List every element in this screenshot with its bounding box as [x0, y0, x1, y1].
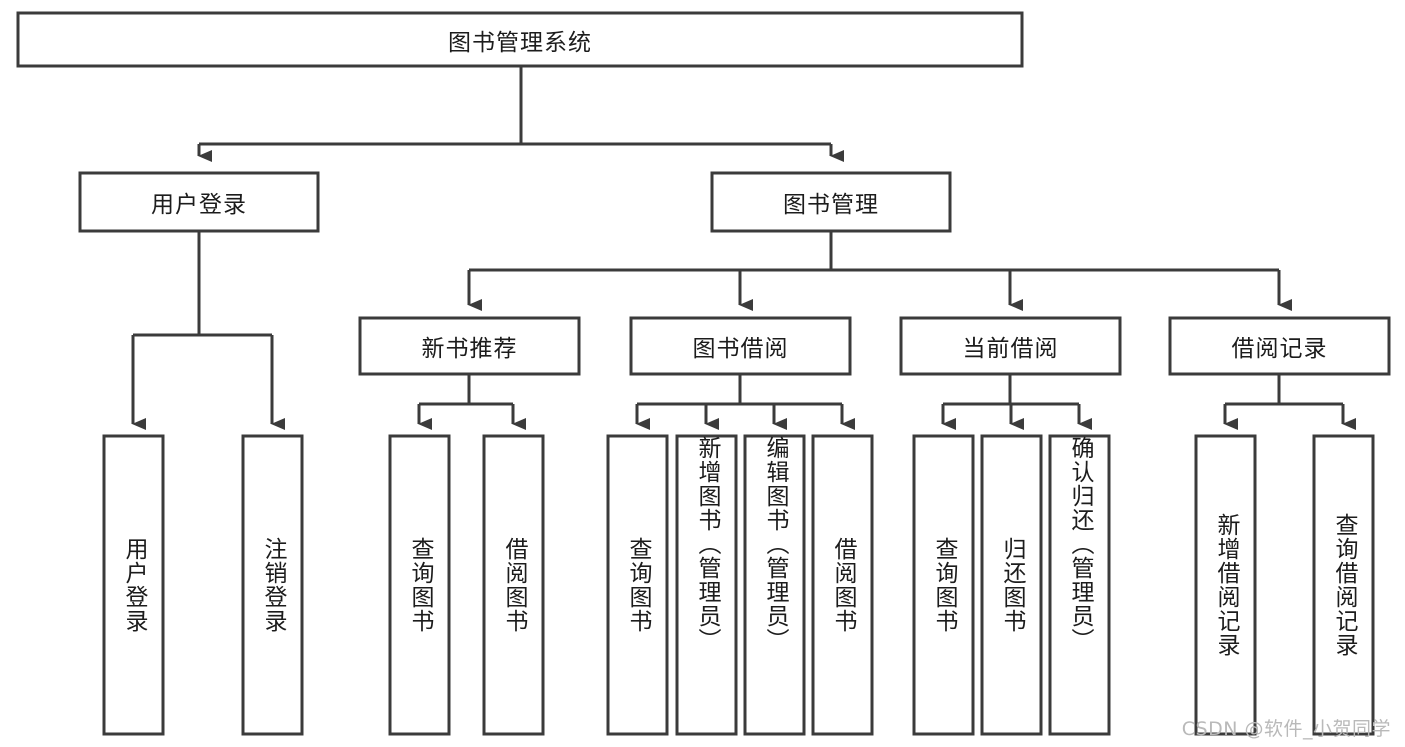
- csdn-watermark: CSDN @软件_小贺同学: [1181, 718, 1391, 740]
- node-leaf-book-borrow-3[interactable]: [811, 434, 874, 736]
- node-current-borrow[interactable]: [899, 316, 1122, 376]
- node-leaf-current-borrow-1[interactable]: [980, 434, 1043, 736]
- node-leaf-book-borrow-1[interactable]: [675, 434, 738, 736]
- node-leaf-current-borrow-0[interactable]: [912, 434, 975, 736]
- node-root[interactable]: [16, 11, 1024, 68]
- node-leaf-book-borrow-0[interactable]: [606, 434, 669, 736]
- node-book-manage[interactable]: [710, 171, 952, 233]
- node-leaf-current-borrow-2[interactable]: [1048, 434, 1111, 736]
- node-new-book[interactable]: [358, 316, 581, 376]
- node-leaf-user-login-1[interactable]: [241, 434, 304, 736]
- node-book-borrow[interactable]: [629, 316, 852, 376]
- node-user-login[interactable]: [78, 171, 320, 233]
- node-leaf-new-book-0[interactable]: [388, 434, 451, 736]
- node-leaf-borrow-record-0[interactable]: [1194, 434, 1257, 736]
- node-leaf-user-login-0[interactable]: [102, 434, 165, 736]
- node-leaf-borrow-record-1[interactable]: [1312, 434, 1375, 736]
- node-leaf-new-book-1[interactable]: [482, 434, 545, 736]
- node-leaf-book-borrow-2[interactable]: [743, 434, 806, 736]
- node-borrow-record[interactable]: [1168, 316, 1391, 376]
